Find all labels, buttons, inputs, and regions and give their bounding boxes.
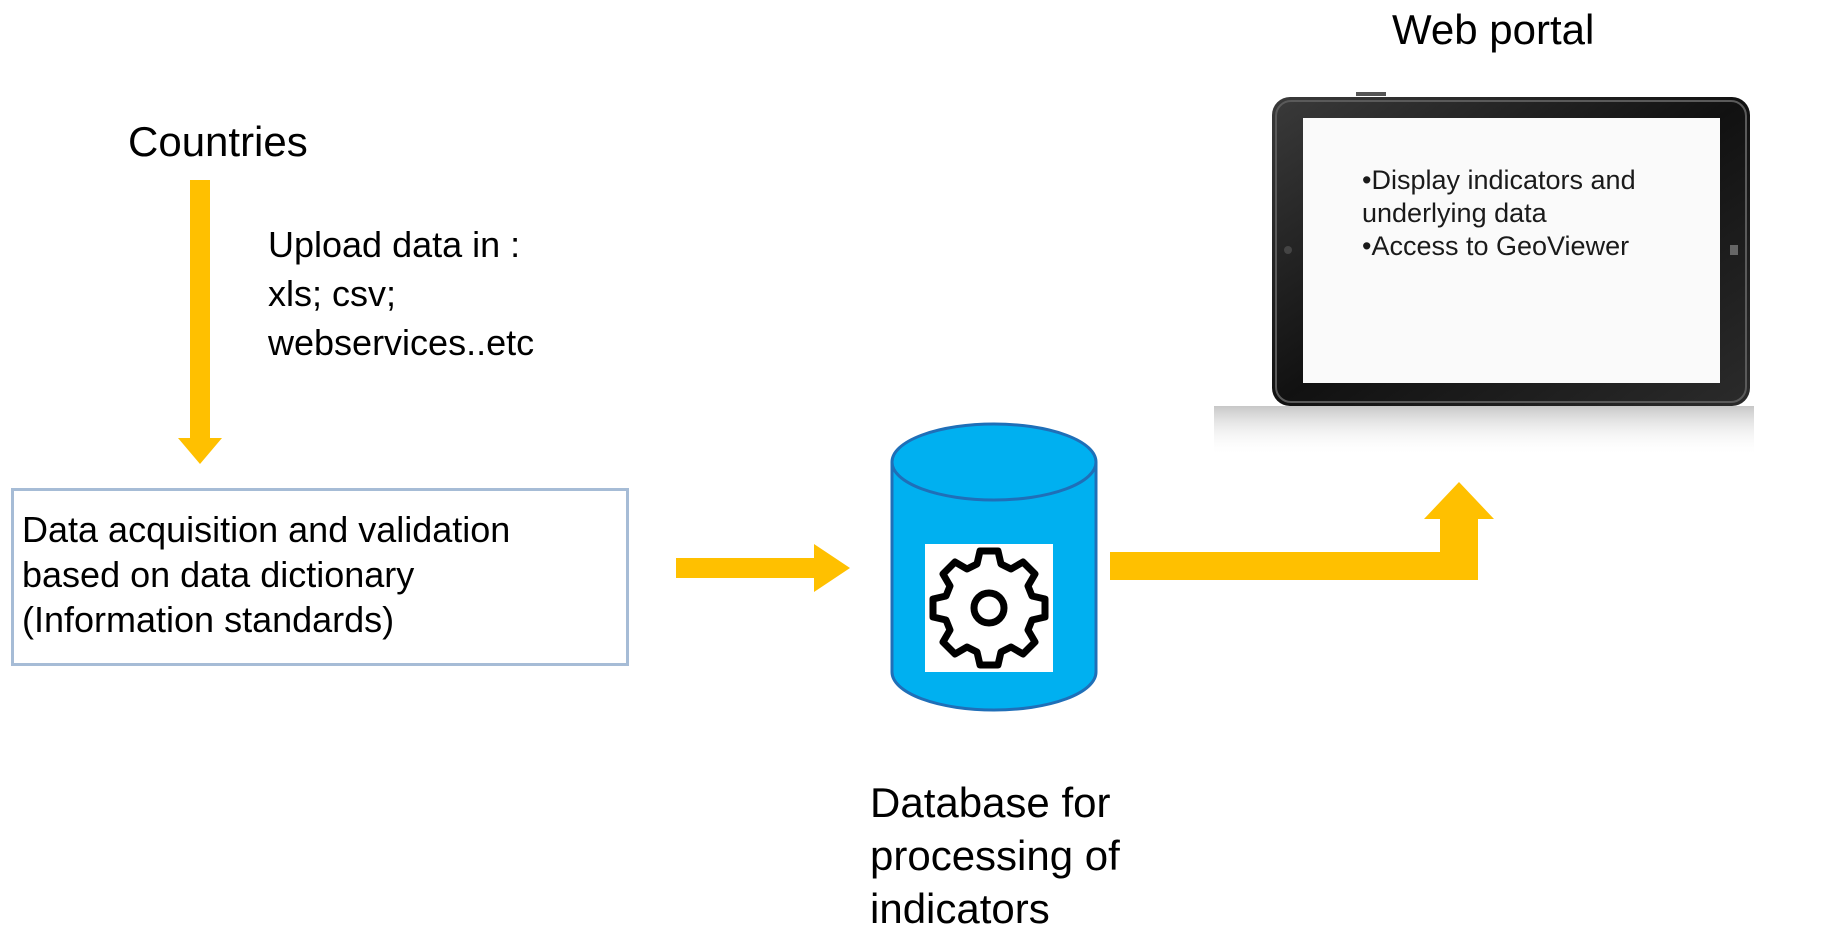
database-label-line: indicators — [870, 885, 1050, 932]
arrow-database-to-portal — [1110, 482, 1494, 580]
tablet-line: underlying data — [1362, 198, 1547, 228]
database-label: Database for processing of indicators — [870, 776, 1120, 935]
data-acquisition-box: Data acquisition and validation based on… — [11, 488, 629, 666]
upload-line: xls; csv; — [268, 273, 397, 314]
upload-formats-text: Upload data in : xls; csv; webservices..… — [268, 220, 534, 367]
tablet-line: •Display indicators and — [1362, 165, 1636, 195]
acquisition-line: Data acquisition and validation — [22, 509, 511, 550]
database-label-line: processing of — [870, 832, 1120, 879]
tablet-screen-text: •Display indicators and underlying data … — [1362, 164, 1636, 263]
tablet-device — [1214, 92, 1754, 456]
arrow-countries-to-acquisition — [178, 180, 222, 464]
web-portal-label: Web portal — [1392, 6, 1595, 53]
upload-line: Upload data in : — [268, 224, 521, 265]
upload-line: webservices..etc — [268, 322, 535, 363]
database-cylinder — [890, 422, 1098, 712]
arrow-acquisition-to-database — [676, 544, 850, 592]
acquisition-line: based on data dictionary — [22, 554, 415, 595]
database-label-line: Database for — [870, 779, 1111, 826]
countries-label: Countries — [128, 118, 308, 165]
tablet-line: •Access to GeoViewer — [1362, 231, 1630, 261]
gear-icon — [929, 547, 1049, 669]
acquisition-line: (Information standards) — [22, 599, 395, 640]
